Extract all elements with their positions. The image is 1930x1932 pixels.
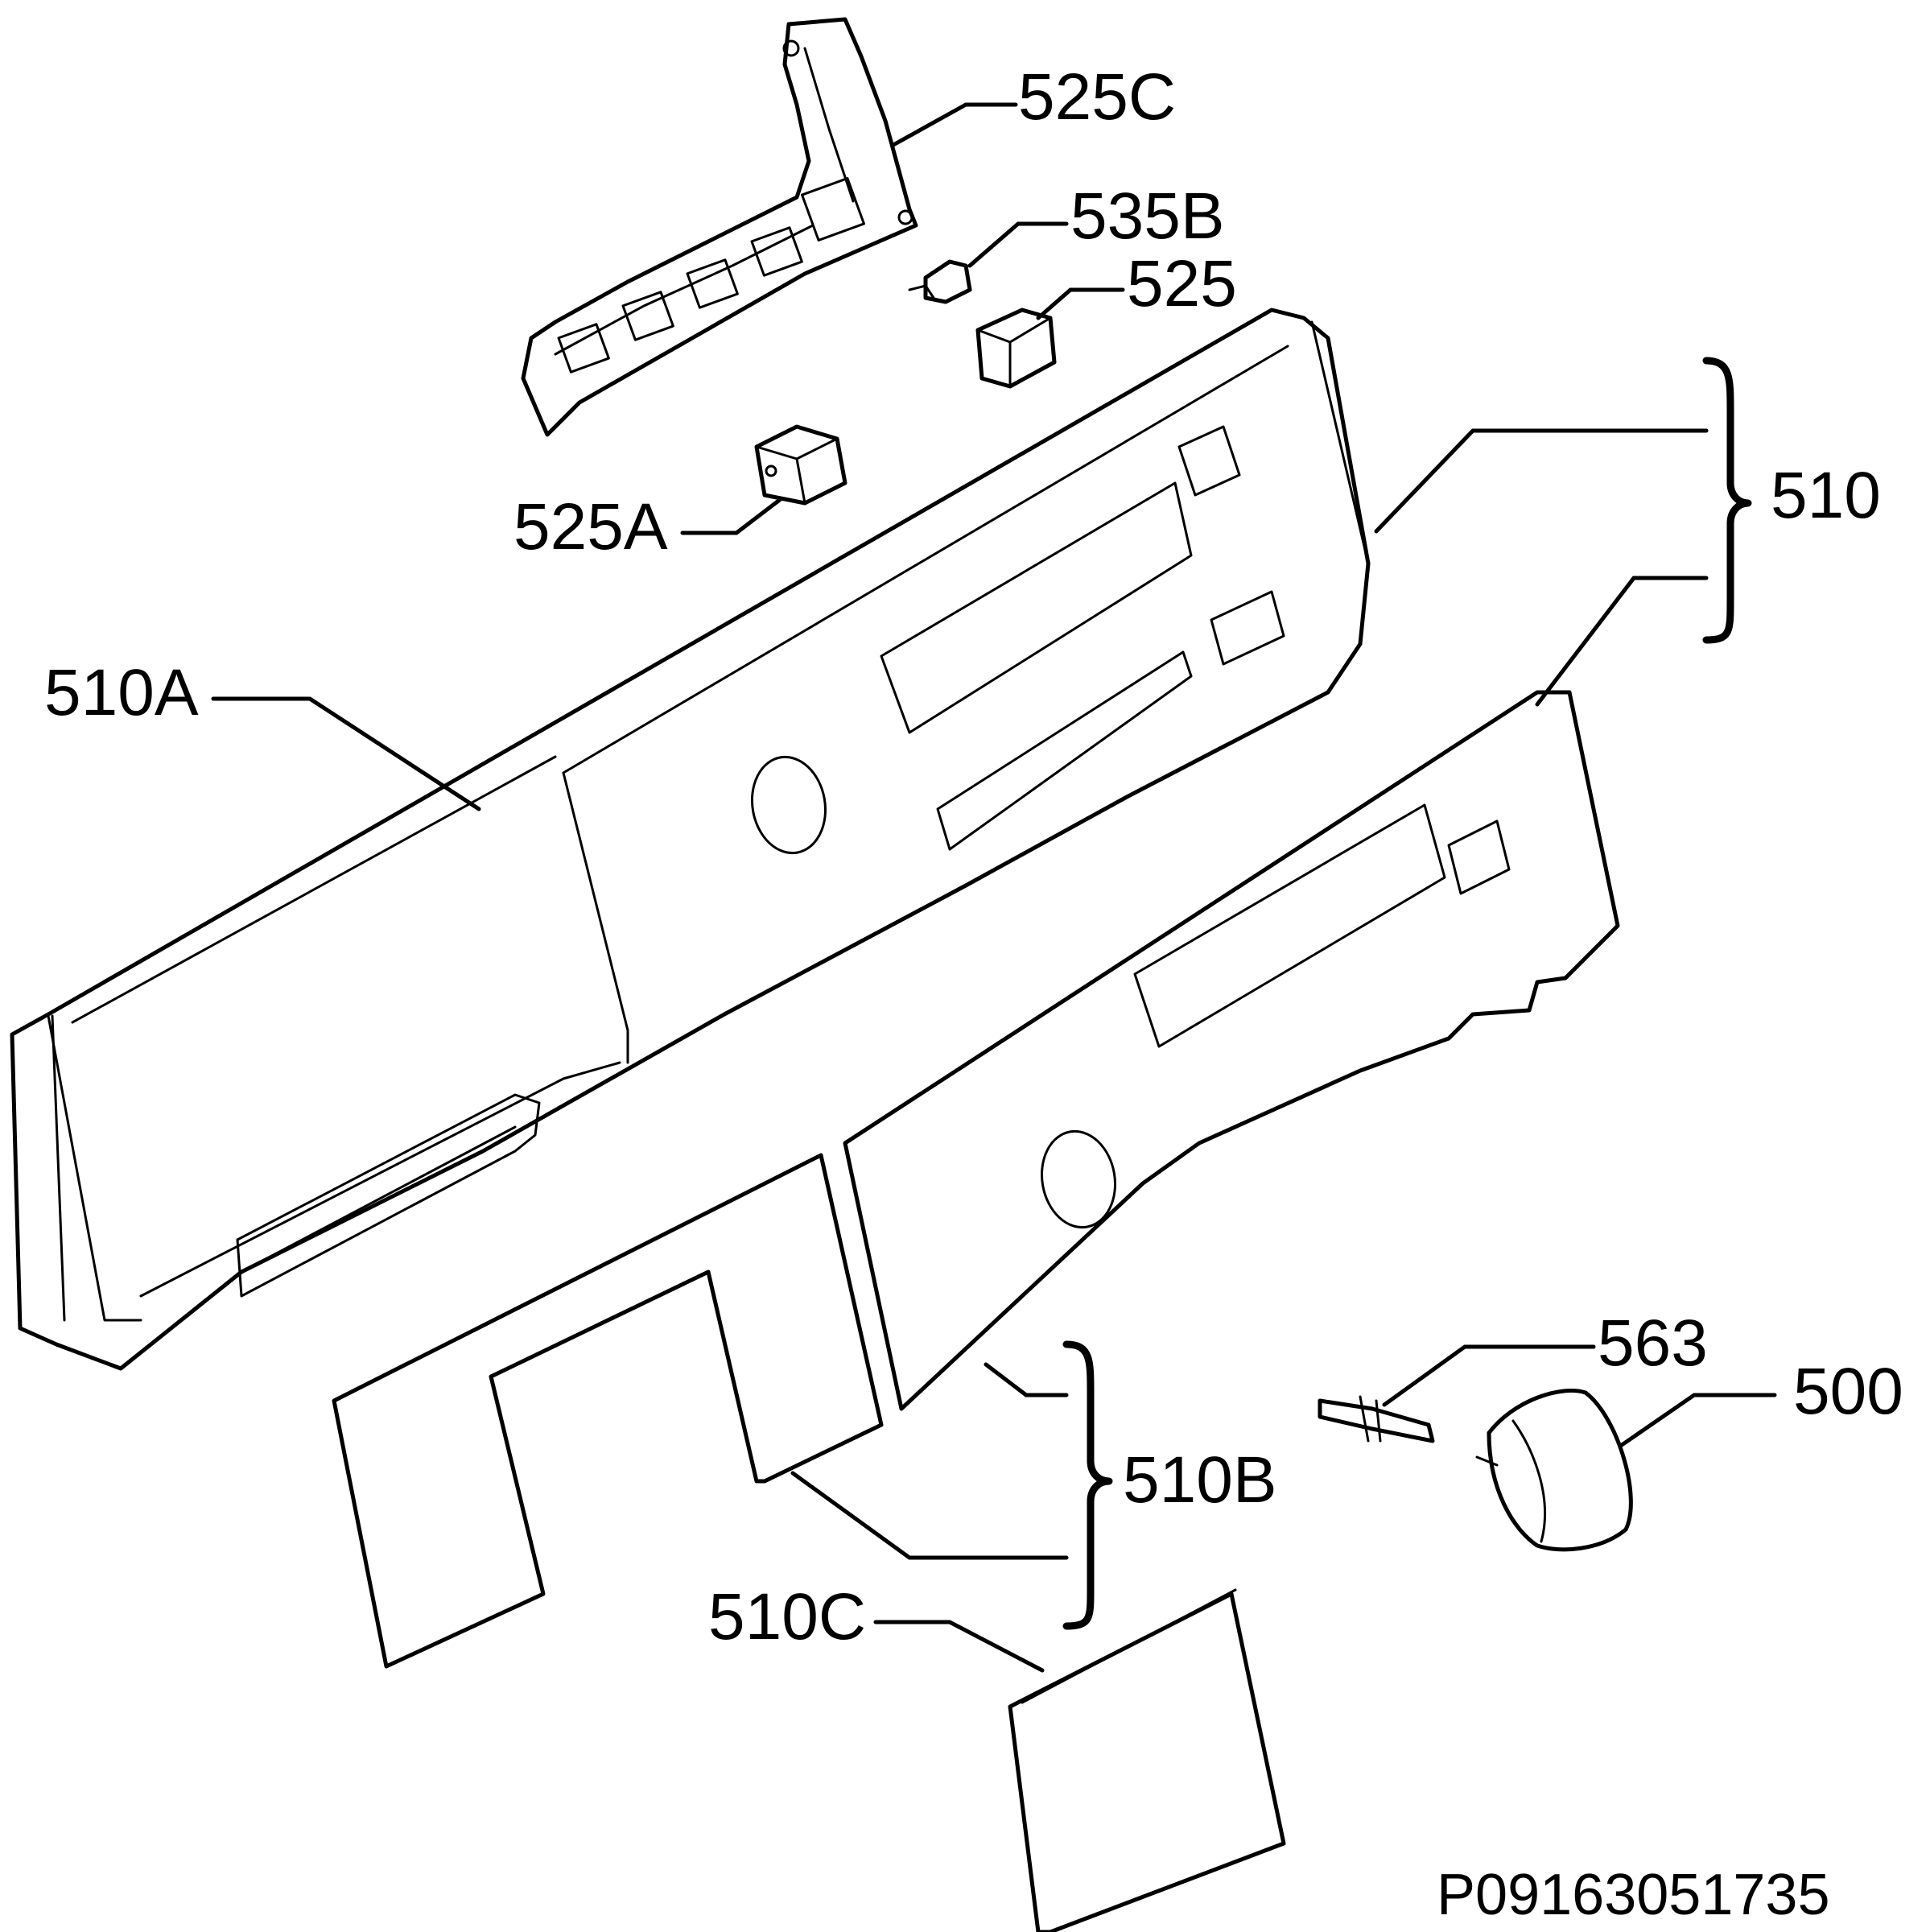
label-510c: 510C <box>708 1580 867 1653</box>
leader-563 <box>1382 1344 1596 1407</box>
leader-510-upper <box>1374 428 1709 534</box>
label-525a: 525A <box>513 490 668 564</box>
leader-500 <box>1619 1393 1777 1447</box>
label-510: 510 <box>1771 459 1881 532</box>
leader-510a <box>211 696 481 811</box>
part-563-pin <box>1318 1395 1435 1443</box>
leader-510b-lower <box>790 1471 1069 1560</box>
part-525c-switch-frame <box>521 17 918 437</box>
label-525: 525 <box>1127 247 1237 320</box>
leader-535b <box>967 221 1069 268</box>
label-510a: 510A <box>44 656 199 729</box>
part-535b-clip <box>908 259 972 304</box>
brace-510 <box>1702 357 1752 644</box>
part-525-button <box>975 308 1057 389</box>
leader-510b-upper <box>984 1362 1069 1397</box>
label-525c: 525C <box>1018 60 1177 134</box>
label-500: 500 <box>1793 1355 1903 1428</box>
part-500-knob <box>1475 1388 1633 1552</box>
part-510-control-panel <box>10 308 1371 1371</box>
leader-525 <box>1036 287 1125 320</box>
label-563: 563 <box>1598 1307 1708 1380</box>
reference-code: P09163051735 <box>1437 1863 1830 1927</box>
part-510c-foil <box>332 1153 1286 1932</box>
leader-510-lower <box>1535 576 1709 707</box>
label-535b: 535B <box>1070 180 1225 253</box>
leader-510c <box>873 1620 1045 1673</box>
leader-525a <box>680 497 783 535</box>
leader-525c <box>891 102 1018 147</box>
part-510b-overlay <box>843 690 1620 1411</box>
part-525a-button <box>754 424 847 506</box>
brace-510b <box>1062 1340 1113 1630</box>
label-510b: 510B <box>1123 1443 1277 1517</box>
